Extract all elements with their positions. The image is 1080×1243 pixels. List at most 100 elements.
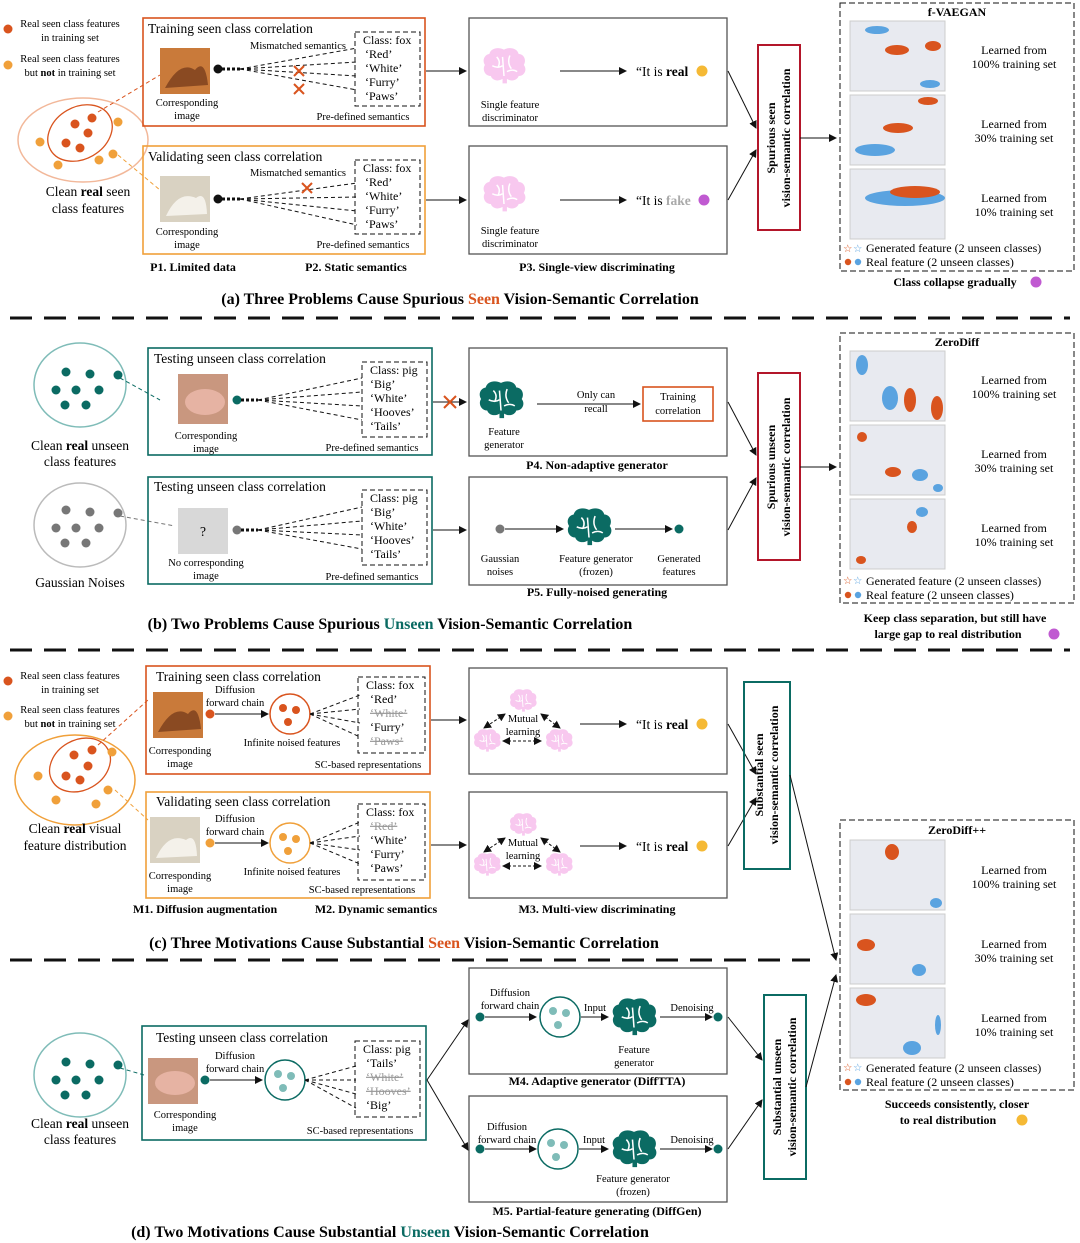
svg-text:No corresponding: No corresponding <box>168 558 244 569</box>
svg-text:discriminator: discriminator <box>482 113 538 124</box>
section-d: Clean real unseen class features Testing… <box>31 967 839 1241</box>
svg-text:Infinite noised features: Infinite noised features <box>244 738 341 749</box>
svg-text:Learned from: Learned from <box>981 521 1047 535</box>
svg-text:(frozen): (frozen) <box>616 1187 650 1198</box>
training-correlation-box <box>142 17 426 127</box>
svg-text:Diffusion: Diffusion <box>215 1051 256 1062</box>
svg-text:Succeeds consistently, closer: Succeeds consistently, closer <box>885 1097 1030 1111</box>
svg-text:‘Hooves’: ‘Hooves’ <box>370 533 415 547</box>
svg-text:Corresponding: Corresponding <box>154 1110 217 1121</box>
svg-text:forward chain: forward chain <box>478 1135 537 1146</box>
svg-text:generator: generator <box>614 1058 654 1069</box>
svg-text:P5. Fully-noised generating: P5. Fully-noised generating <box>527 585 667 599</box>
train-subset-ellipse <box>47 104 113 162</box>
caption-c: (c) Three Motivations Cause Substantial … <box>149 935 659 952</box>
svg-text:Infinite noised features: Infinite noised features <box>244 867 341 878</box>
svg-text:30% training set: 30% training set <box>975 131 1054 145</box>
legend-dot-in-train <box>3 24 13 34</box>
svg-text:features: features <box>662 567 695 578</box>
svg-text:‘Furry’: ‘Furry’ <box>365 75 400 89</box>
svg-text:Real seen class features: Real seen class features <box>20 705 119 716</box>
svg-text:Class: fox: Class: fox <box>363 33 411 47</box>
svg-text:Class: pig: Class: pig <box>370 363 418 377</box>
validating-correlation-box <box>142 145 426 255</box>
svg-text:‘Furry’: ‘Furry’ <box>365 203 400 217</box>
svg-text:image: image <box>193 571 219 582</box>
svg-text:Clean real unseen: Clean real unseen <box>31 1116 129 1131</box>
section-c: Real seen class features in training set… <box>3 665 839 961</box>
svg-text:‘Hooves’: ‘Hooves’ <box>366 1084 411 1098</box>
svg-text:?: ? <box>200 524 206 539</box>
svg-text:Generated: Generated <box>657 554 701 565</box>
svg-text:Single feature: Single feature <box>481 100 540 111</box>
svg-text:correlation: correlation <box>655 406 701 417</box>
svg-text:vision-semantic correlation: vision-semantic correlation <box>779 397 793 536</box>
svg-text:‘Big’: ‘Big’ <box>370 505 395 519</box>
svg-text:‘White’: ‘White’ <box>370 706 407 720</box>
svg-text:‘White’: ‘White’ <box>366 1070 403 1084</box>
svg-text:☆: ☆ <box>843 576 853 587</box>
svg-text:“It is real ”: “It is real ” <box>636 839 706 854</box>
svg-text:Gaussian: Gaussian <box>481 554 520 565</box>
svg-text:but not in training set: but not in training set <box>24 719 115 730</box>
svg-text:Spurious seen: Spurious seen <box>764 102 778 173</box>
svg-text:Validating seen class correlat: Validating seen class correlation <box>156 794 331 809</box>
svg-text:generator: generator <box>484 440 524 451</box>
svg-text:image: image <box>193 444 219 455</box>
svg-text:Class: pig: Class: pig <box>363 1042 411 1056</box>
svg-text:Mismatched semantics: Mismatched semantics <box>250 168 346 179</box>
svg-text:10% training set: 10% training set <box>975 205 1054 219</box>
svg-text:‘Red’: ‘Red’ <box>365 47 392 61</box>
svg-text:10% training set: 10% training set <box>975 1025 1054 1039</box>
svg-text:30% training set: 30% training set <box>975 951 1054 965</box>
svg-text:‘Paws’: ‘Paws’ <box>365 89 398 103</box>
svg-text:Learned from: Learned from <box>981 1011 1047 1025</box>
svg-text:SC-based representations: SC-based representations <box>315 760 421 771</box>
svg-text:☆: ☆ <box>853 1063 863 1074</box>
svg-text:P4. Non-adaptive generator: P4. Non-adaptive generator <box>526 458 668 472</box>
svg-text:‘Paws’: ‘Paws’ <box>370 861 403 875</box>
svg-text:Denoising: Denoising <box>670 1003 714 1014</box>
svg-text:Feature generator: Feature generator <box>596 1174 670 1185</box>
clean-real-seen-line1: Clean real seen <box>46 184 131 199</box>
svg-text:Corresponding: Corresponding <box>149 871 212 882</box>
svg-text:‘White’: ‘White’ <box>370 391 407 405</box>
svg-text:Generated feature (2 unseen cl: Generated feature (2 unseen classes) <box>866 1061 1041 1075</box>
legend-in-train-line2: in training set <box>41 33 99 44</box>
svg-text:Class: fox: Class: fox <box>366 805 414 819</box>
p2-label: P2. Static semantics <box>305 260 407 274</box>
svg-text:Input: Input <box>584 1003 606 1014</box>
svg-text:‘White’: ‘White’ <box>370 833 407 847</box>
svg-text:image: image <box>172 1123 198 1134</box>
legend-in-train-line1: Real seen class features <box>20 19 119 30</box>
svg-text:forward chain: forward chain <box>481 1001 540 1012</box>
validating-box-title: Validating seen class correlation <box>148 149 323 164</box>
svg-text:Real seen class features: Real seen class features <box>20 671 119 682</box>
svg-text:‘White’: ‘White’ <box>370 519 407 533</box>
svg-text:Testing unseen class correlati: Testing unseen class correlation <box>154 479 326 494</box>
svg-text:‘Paws’: ‘Paws’ <box>370 734 403 748</box>
svg-text:Diffusion: Diffusion <box>215 814 256 825</box>
svg-text:vision-semantic correlation: vision-semantic correlation <box>785 1017 799 1156</box>
svg-text:Testing unseen class correlati: Testing unseen class correlation <box>154 351 326 366</box>
svg-text:M1. Diffusion augmentation: M1. Diffusion augmentation <box>133 902 278 916</box>
section-a: Real seen class features in training set… <box>3 17 837 308</box>
svg-text:M4. Adaptive generator (DiffTT: M4. Adaptive generator (DiffTTA) <box>509 1074 686 1088</box>
training-box-title: Training seen class correlation <box>148 21 313 36</box>
svg-text:class features: class features <box>44 454 116 469</box>
svg-text:vision-semantic correlation: vision-semantic correlation <box>767 705 781 844</box>
svg-text:Pre-defined semantics: Pre-defined semantics <box>325 443 418 454</box>
svg-text:Clean real unseen: Clean real unseen <box>31 438 129 453</box>
svg-text:☆: ☆ <box>853 576 863 587</box>
svg-text:SC-based representations: SC-based representations <box>309 885 415 896</box>
svg-text:Denoising: Denoising <box>670 1135 714 1146</box>
svg-text:Generated feature (2 unseen cl: Generated feature (2 unseen classes) <box>866 574 1041 588</box>
svg-text:‘Red’: ‘Red’ <box>370 819 397 833</box>
svg-text:noises: noises <box>487 567 513 578</box>
svg-text:‘Red’: ‘Red’ <box>365 175 392 189</box>
svg-text:Learned from: Learned from <box>981 373 1047 387</box>
svg-text:‘White’: ‘White’ <box>365 189 402 203</box>
svg-text:Corresponding: Corresponding <box>175 431 238 442</box>
svg-text:Real feature (2 unseen classes: Real feature (2 unseen classes) <box>866 1075 1014 1089</box>
svg-text:‘Big’: ‘Big’ <box>366 1098 391 1112</box>
